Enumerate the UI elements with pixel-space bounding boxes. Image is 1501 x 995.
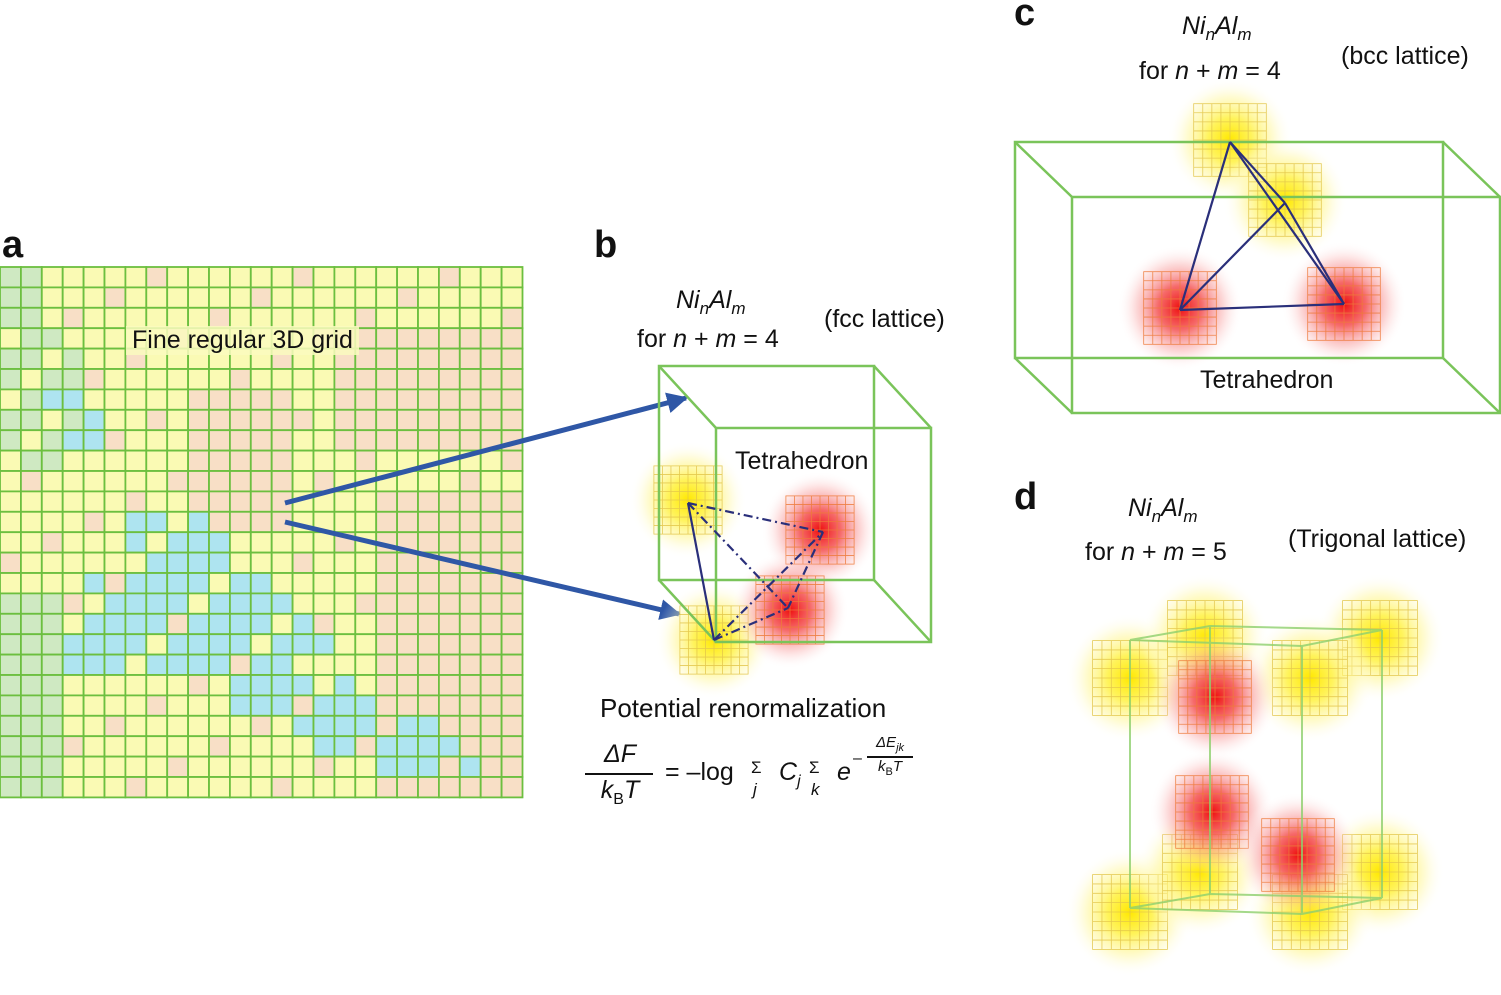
bcc-atoms [1117, 77, 1407, 371]
renormalization-title: Potential renormalization [600, 693, 887, 723]
bcc-lattice-label: (bcc lattice) [1341, 42, 1469, 70]
fcc-condition: for n + m = 4 [637, 325, 779, 353]
bcc-formula: NinAlm [1182, 12, 1252, 44]
eq-exponent-minus: – [853, 750, 862, 767]
eq-sum-j: Σ [751, 758, 762, 777]
panel-letter-b: b [594, 224, 618, 266]
grid-label: Fine regular 3D grid [126, 326, 359, 355]
fcc-atoms [629, 441, 879, 699]
trigonal-formula: NinAlm [1128, 494, 1198, 526]
zoom-arrows [284, 392, 689, 620]
zoom-arrow-upper [284, 392, 689, 506]
panel-letter-a: a [2, 224, 24, 266]
eq-rhs-lead: = –log [665, 758, 734, 786]
eq-coefficient: Cj [779, 758, 801, 790]
eq-sum-k: Σ [809, 758, 820, 777]
eq-lhs-numerator: ΔF [603, 740, 637, 768]
panel-letter-d: d [1014, 476, 1038, 518]
renormalization-equation: ΔF kBT = –log Σ j Cj Σ k e – ΔEjk kBT [585, 734, 945, 810]
trigonal-atoms [1065, 573, 1445, 977]
fcc-formula: NinAlm [676, 286, 746, 318]
fcc-cube [629, 364, 933, 699]
bcc-tetrahedron [1178, 141, 1345, 312]
fine-3d-grid [0, 266, 524, 799]
eq-sum-j-index: j [753, 780, 757, 799]
trigonal-cell [1065, 573, 1445, 977]
eq-lhs-denominator: kBT [600, 776, 640, 808]
trigonal-condition: for n + m = 5 [1085, 538, 1227, 566]
eq-sum-k-index: k [811, 780, 820, 799]
bcc-tetrahedron-label: Tetrahedron [1200, 366, 1334, 394]
trigonal-lattice-label: (Trigonal lattice) [1288, 525, 1467, 553]
eq-exponent-denominator: kBT [877, 758, 902, 778]
panel-letter-c: c [1014, 0, 1036, 34]
bcc-box [1013, 77, 1501, 415]
eq-lhs-fraction-bar [585, 773, 653, 775]
fcc-tetrahedron [686, 501, 824, 642]
eq-exponent-bar [867, 756, 913, 758]
fcc-tetrahedron-label: Tetrahedron [735, 447, 869, 475]
eq-exponent-numerator: ΔEjk [875, 734, 905, 754]
bcc-condition: for n + m = 4 [1139, 57, 1281, 85]
eq-exponential: e [837, 758, 851, 786]
zoom-arrow-lower [284, 519, 682, 620]
fcc-lattice-label: (fcc lattice) [824, 305, 945, 333]
